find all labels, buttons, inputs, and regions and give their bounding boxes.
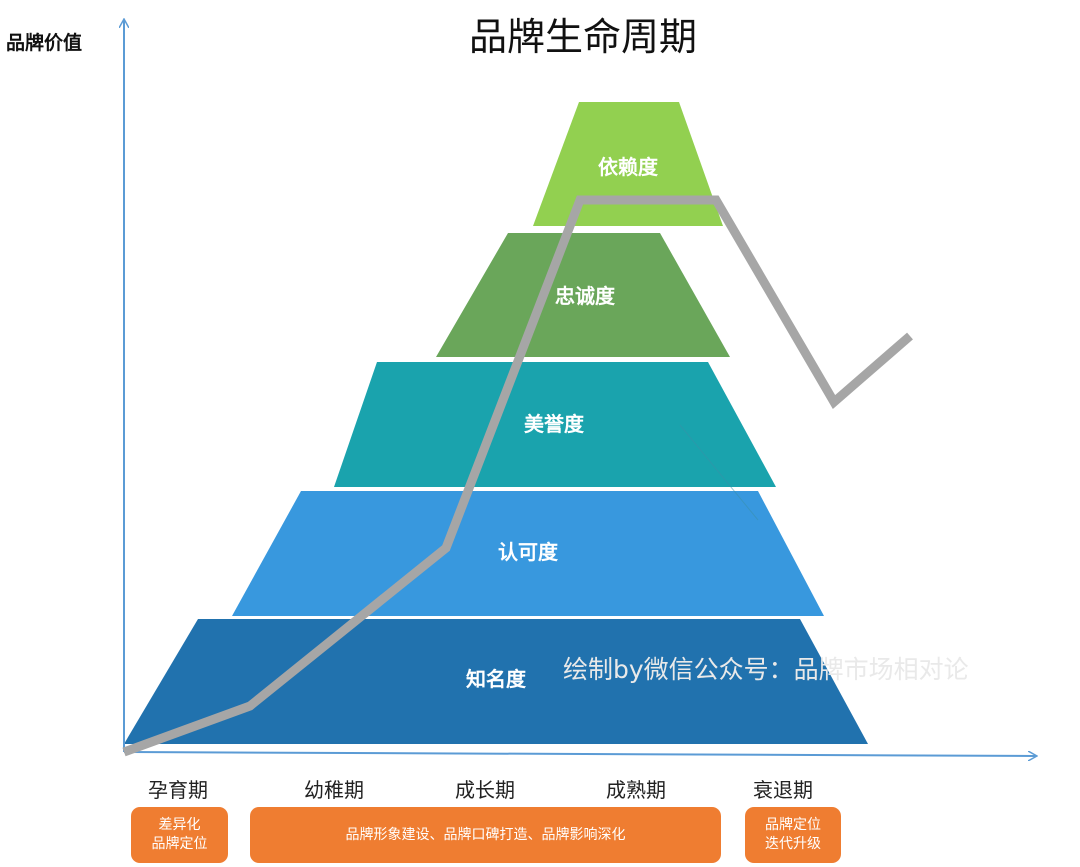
stage-label-growth: 成长期 (455, 778, 515, 802)
stage-label-decline: 衰退期 (753, 778, 813, 802)
stage-label-infancy: 幼稚期 (304, 778, 364, 802)
strategy-box-differentiation: 差异化 品牌定位 (131, 807, 228, 863)
strategy-box-line: 品牌定位 (765, 817, 821, 833)
strategy-box-brand-building: 品牌形象建设、品牌口碑打造、品牌影响深化 (250, 807, 721, 863)
watermark-text: 绘制by微信公众号：品牌市场相对论 (563, 655, 969, 684)
stage-label-gestation: 孕育期 (148, 778, 208, 802)
brand-value-curve (122, 195, 913, 757)
page-title: 品牌生命周期 (468, 15, 697, 59)
layer-label-recognition: 认可度 (498, 540, 559, 564)
layer-label-dependence: 依赖度 (598, 155, 659, 179)
layer-label-reputation: 美誉度 (524, 412, 585, 436)
layer-dependence (533, 102, 723, 226)
layer-awareness (124, 619, 868, 744)
strategy-box-line: 品牌形象建设、品牌口碑打造、品牌影响深化 (345, 826, 626, 843)
strategy-box-line: 迭代升级 (765, 836, 821, 852)
x-axis (123, 752, 1036, 756)
layer-reputation (334, 362, 776, 487)
layer-loyalty (436, 233, 730, 357)
stage-label-maturity: 成熟期 (606, 778, 666, 802)
strategy-box-line: 差异化 (158, 817, 201, 833)
layer-label-loyalty: 忠诚度 (555, 284, 616, 308)
y-axis-label: 品牌价值 (6, 32, 83, 54)
layer-label-awareness: 知名度 (466, 667, 527, 691)
strategy-box-line: 品牌定位 (151, 836, 208, 852)
decorative-line (679, 424, 759, 521)
layer-recognition (232, 491, 824, 616)
strategy-box-repositioning: 品牌定位 迭代升级 (745, 807, 841, 863)
